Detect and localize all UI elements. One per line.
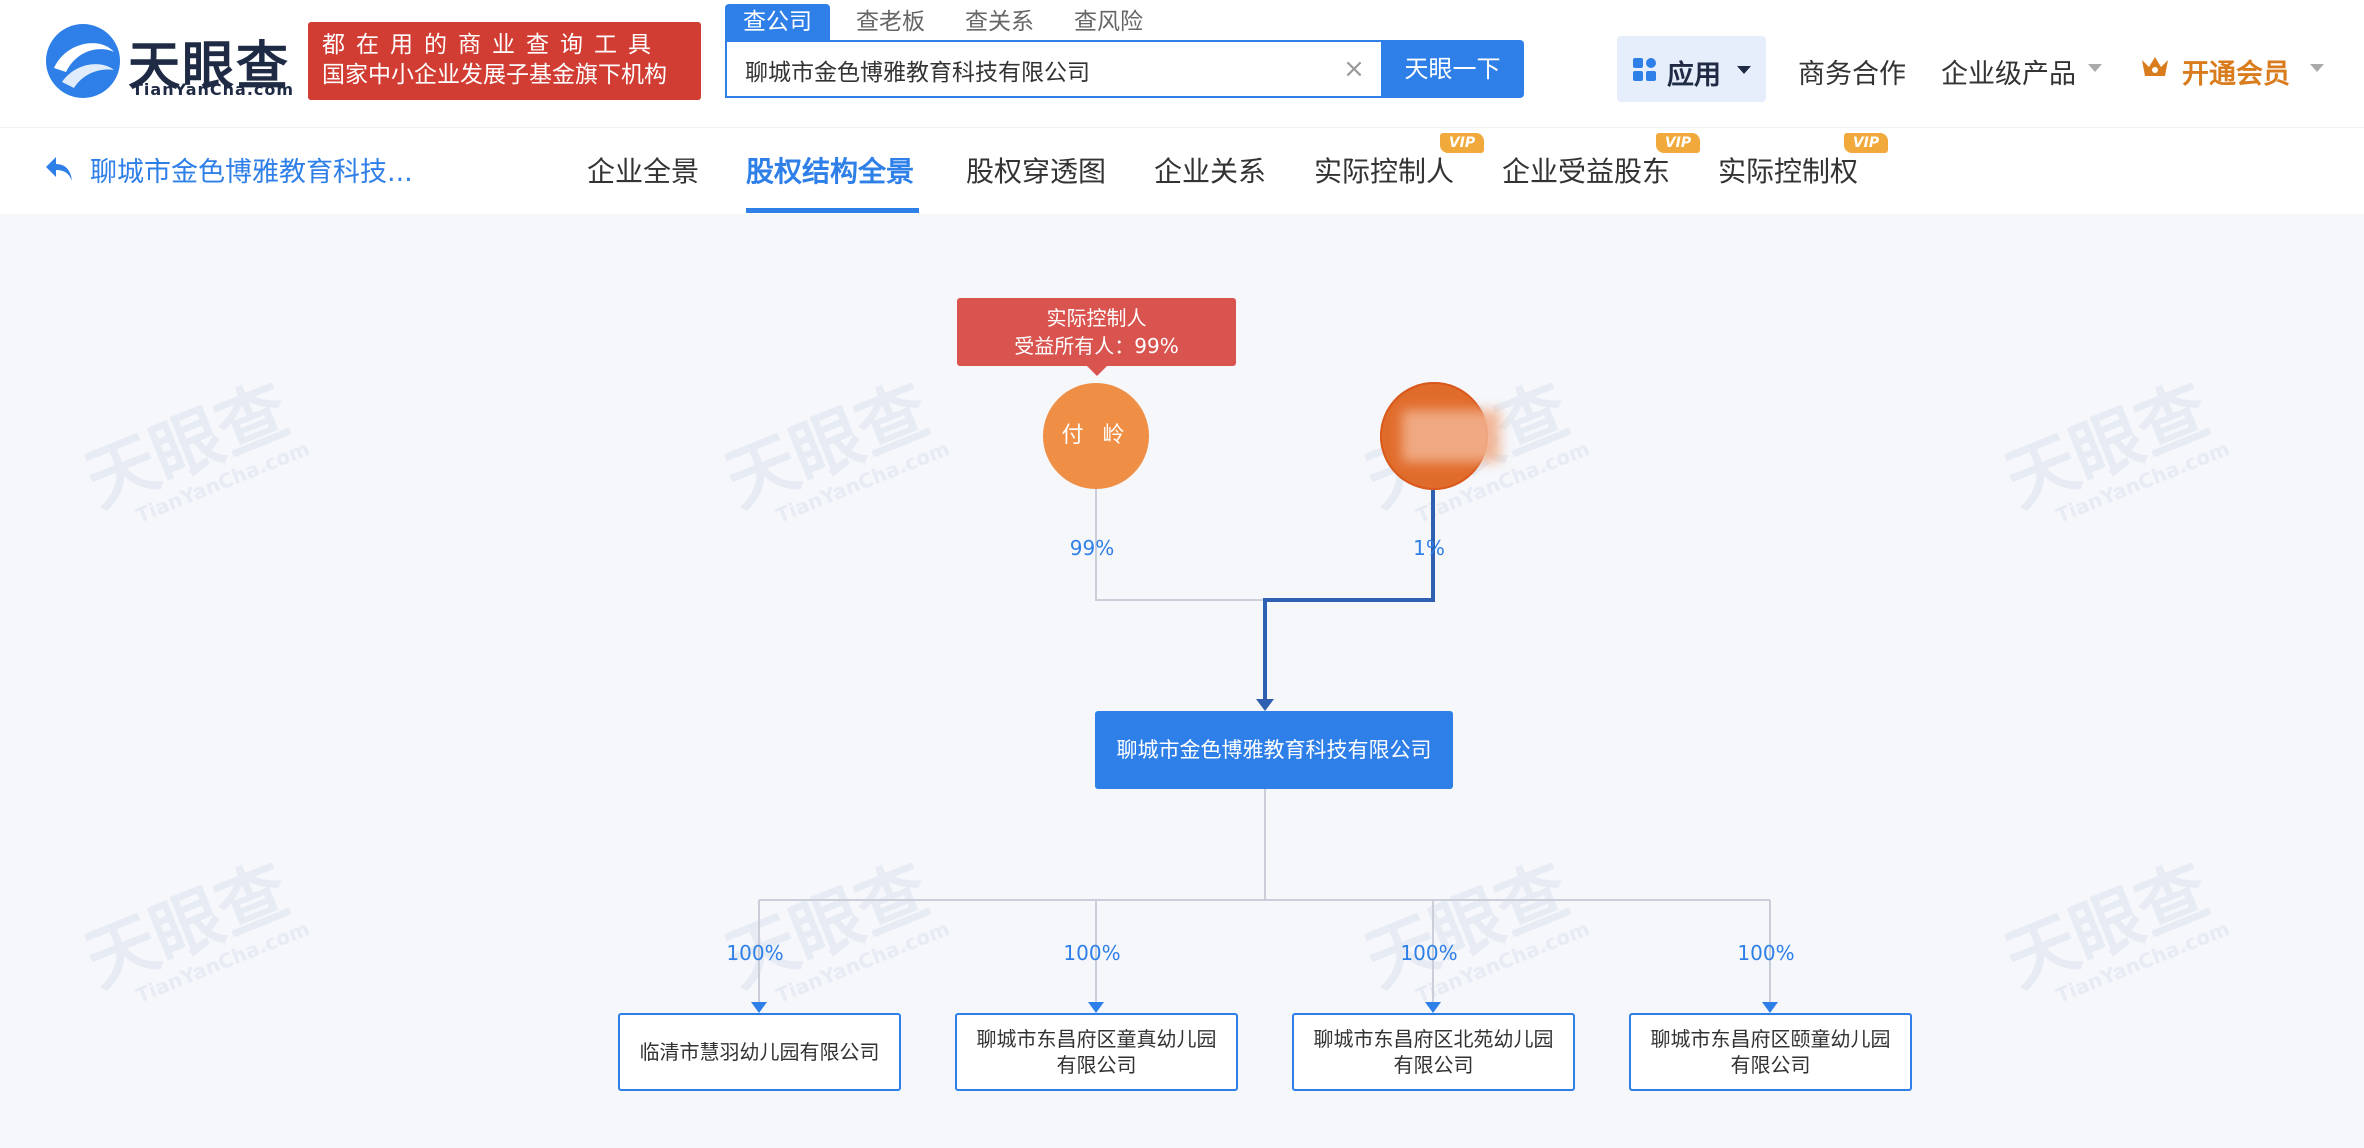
vip-badge: VIP	[1440, 133, 1484, 153]
vip-badge: VIP	[1656, 133, 1700, 153]
actual-controller-badge: 实际控制人 受益所有人：99%	[957, 298, 1236, 366]
subsidiary-percent: 100%	[726, 941, 784, 965]
subsidiary-node[interactable]: 聊城市东昌府区颐童幼儿园有限公司	[1629, 1013, 1912, 1091]
logo-subtext: TianYanCha.com	[132, 80, 295, 99]
arrow-subsidiary-4	[1762, 1002, 1778, 1013]
slogan-line-2: 国家中小企业发展子基金旗下机构	[322, 62, 667, 88]
shareholding-percent: 1%	[1413, 536, 1445, 560]
tab-equity-penetration[interactable]: 股权穿透图	[966, 155, 1107, 188]
search-tab-boss[interactable]: 查老板	[856, 9, 925, 35]
tab-enterprise-panorama[interactable]: 企业全景	[587, 155, 700, 188]
tianyancha-logo[interactable]: 天眼查 TianYanCha.com	[44, 22, 294, 102]
slogan-line-1: 都在用的商业查询工具	[322, 32, 662, 58]
chevron-down-icon	[2088, 64, 2102, 72]
vip-badge: VIP	[1844, 133, 1888, 153]
connector-shareholder-2	[1263, 490, 1435, 700]
chevron-down-icon	[1737, 66, 1751, 74]
subsidiary-node[interactable]: 聊城市东昌府区北苑幼儿园有限公司	[1292, 1013, 1575, 1091]
redacted-name-blur	[1402, 410, 1500, 462]
slogan-banner: 都在用的商业查询工具 国家中小企业发展子基金旗下机构	[308, 22, 701, 100]
tab-actual-controller[interactable]: 实际控制人	[1314, 155, 1455, 188]
search-tab-risk[interactable]: 查风险	[1074, 9, 1143, 35]
shareholder-node[interactable]: 付 岭	[1043, 383, 1149, 489]
connector-shareholder-1	[1095, 489, 1265, 601]
tab-actual-control-right[interactable]: 实际控制权	[1718, 155, 1859, 188]
badge-pointer	[1087, 366, 1107, 376]
crown-icon	[2142, 57, 2168, 76]
business-cooperation-link[interactable]: 商务合作	[1798, 59, 1906, 90]
tab-enterprise-relations[interactable]: 企业关系	[1154, 155, 1267, 188]
chevron-down-icon	[2310, 64, 2324, 72]
shareholding-percent: 99%	[1069, 536, 1115, 560]
apps-label: 应用	[1667, 60, 1721, 91]
subsidiary-percent: 100%	[1063, 941, 1121, 965]
arrow-subsidiary-1	[751, 1002, 767, 1013]
target-company-node[interactable]: 聊城市金色博雅教育科技有限公司	[1095, 711, 1453, 789]
controller-badge-title: 实际控制人	[1046, 306, 1147, 330]
clear-icon[interactable]: ×	[1343, 54, 1365, 84]
apps-grid-icon	[1633, 58, 1656, 81]
arrow-subsidiary-3	[1425, 1002, 1441, 1013]
controller-badge-beneficial: 受益所有人：99%	[1014, 334, 1179, 358]
subsidiary-percent: 100%	[1400, 941, 1458, 965]
search-tab-company[interactable]: 查公司	[725, 4, 830, 40]
search-button[interactable]: 天眼一下	[1381, 40, 1524, 98]
subsidiary-percent: 100%	[1737, 941, 1795, 965]
search-input[interactable]	[743, 42, 1327, 98]
apps-menu-button[interactable]: 应用	[1617, 36, 1766, 102]
tab-equity-structure[interactable]: 股权结构全景	[746, 155, 915, 188]
back-arrow-icon[interactable]	[44, 155, 74, 183]
company-breadcrumb[interactable]: 聊城市金色博雅教育科技...	[90, 157, 413, 188]
subsidiary-node[interactable]: 聊城市东昌府区童真幼儿园有限公司	[955, 1013, 1238, 1091]
connector-arrow	[1256, 699, 1274, 711]
top-header: 天眼查 TianYanCha.com 都在用的商业查询工具 国家中小企业发展子基…	[0, 0, 2364, 127]
subsidiary-node[interactable]: 临清市慧羽幼儿园有限公司	[618, 1013, 901, 1091]
active-tab-indicator	[746, 208, 919, 213]
enterprise-products-link[interactable]: 企业级产品	[1941, 59, 2076, 90]
tab-beneficial-shareholders[interactable]: 企业受益股东	[1502, 155, 1671, 188]
logo-eye-icon	[46, 24, 120, 98]
open-vip-link[interactable]: 开通会员	[2182, 59, 2290, 90]
search-box: ×	[725, 40, 1381, 98]
sub-navigation: 聊城市金色博雅教育科技... 企业全景 股权结构全景 股权穿透图 企业关系 实际…	[0, 127, 2364, 214]
search-tab-relation[interactable]: 查关系	[965, 9, 1034, 35]
arrow-subsidiary-2	[1088, 1002, 1104, 1013]
logo-text: 天眼查	[128, 37, 291, 97]
